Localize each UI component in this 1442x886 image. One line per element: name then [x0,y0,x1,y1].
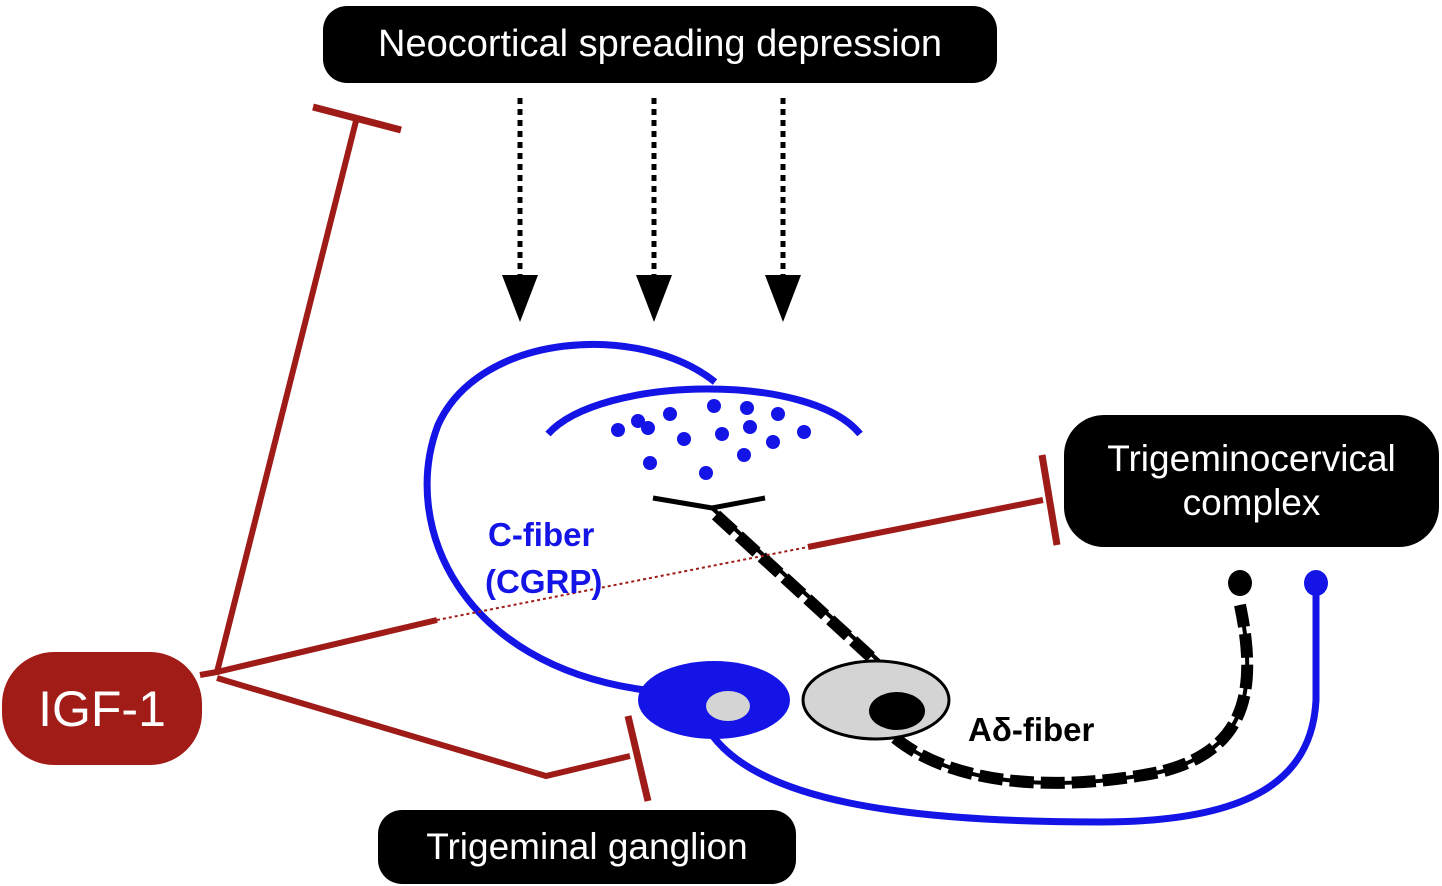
a-delta-central-axon-myelin [891,603,1254,789]
a-delta-peripheral-axon-myelin [711,510,877,663]
a-delta-fiber-label: Aδ-fiber [968,711,1095,748]
dotted-arrow-3 [765,98,801,322]
c-fiber-nucleus [706,691,750,721]
a-delta-neuron [652,495,1254,789]
a-delta-central-terminal [1228,570,1252,596]
neocortical-spreading-depression-label: Neocortical spreading depression [378,23,942,65]
inhibit-trigeminal-ganglion [216,675,631,780]
inhibit-spreading-depression [199,116,360,678]
trigeminocervical-complex-label: Trigeminocervical complex [1107,438,1396,523]
c-fiber-label: C-fiber [488,516,595,553]
neocortical-spreading-depression-box: Neocortical spreading depression [323,6,997,83]
c-fiber-terminal-arc [545,385,863,437]
trigeminal-ganglion-label: Trigeminal ganglion [426,826,748,867]
c-fiber-peripheral-loop [423,340,718,694]
a-delta-terminal-fork [652,495,766,511]
a-delta-nucleus [869,692,925,730]
c-fiber-central-axon [709,590,1320,826]
igf1-label: IGF-1 [38,680,166,737]
inhibit-trigeminocervical-solid [807,497,1044,550]
trigeminocervical-complex-box: Trigeminocervical complex [1064,415,1439,547]
trigeminal-ganglion-box: Trigeminal ganglion [378,810,796,884]
t-bar-trigeminocervical [1038,454,1061,546]
inhibit-trigeminocervical [216,617,438,675]
igf1-inhibition-lines [199,103,1061,802]
t-bar-spreading-depression [312,103,402,134]
c-fiber-neuron [423,340,1328,826]
c-fiber-central-terminal [1304,570,1328,596]
igf1-box: IGF-1 [2,652,202,765]
t-bar-trigeminal-ganglion [624,715,652,802]
spreading-depression-arrows [502,98,801,322]
cgrp-vesicles [611,399,811,480]
cgrp-label: (CGRP) [485,563,603,600]
dotted-arrow-2 [636,98,672,322]
dotted-arrow-1 [502,98,538,322]
